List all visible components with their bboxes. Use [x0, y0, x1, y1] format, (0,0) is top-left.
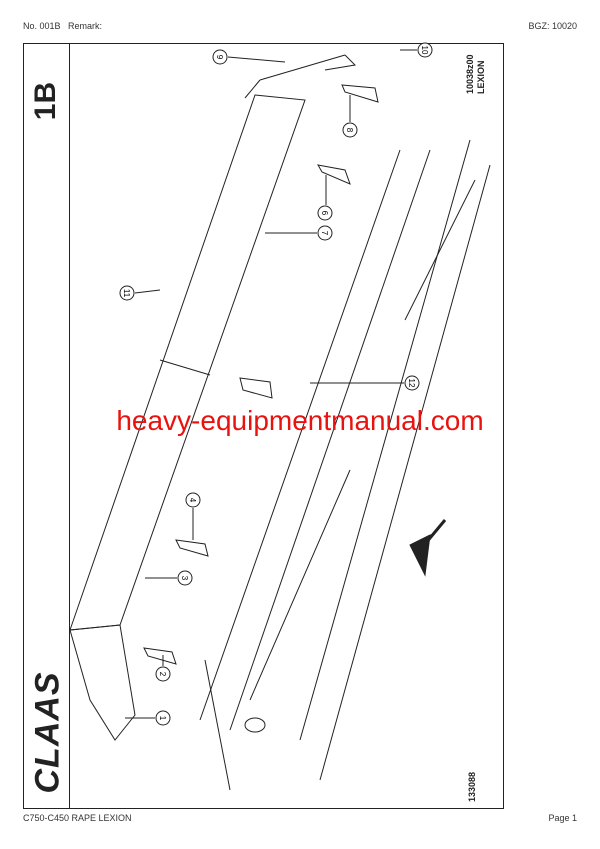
svg-text:10: 10	[420, 46, 429, 55]
callout-6: 6	[317, 205, 333, 221]
footer-title: C750-C450 RAPE LEXION	[23, 813, 132, 823]
left-strip: 1B CLAAS	[24, 44, 70, 808]
callout-2: 2	[155, 666, 171, 682]
callout-7: 7	[317, 225, 333, 241]
callout-4: 4	[185, 492, 201, 508]
svg-text:6: 6	[320, 211, 329, 216]
svg-text:9: 9	[215, 55, 224, 60]
svg-text:12: 12	[407, 379, 416, 388]
callout-1: 1	[155, 710, 171, 726]
watermark: heavy-equipmentmanual.com	[116, 405, 484, 436]
svg-text:11: 11	[122, 289, 131, 298]
drawing-frame: 1B CLAAS 10038z00 LEXION 133088	[23, 43, 504, 809]
main-frame-beam	[199, 139, 491, 791]
svg-text:2: 2	[158, 672, 167, 677]
callout-leaders	[125, 49, 417, 719]
svg-text:3: 3	[180, 576, 189, 581]
remark-label: Remark:	[68, 21, 103, 31]
brackets	[143, 84, 379, 665]
page-number: Page 1	[548, 813, 577, 823]
bgz-code: BGZ: 10020	[528, 21, 577, 31]
svg-text:4: 4	[188, 498, 197, 503]
header-number-remark: No. 001B Remark:	[23, 21, 102, 31]
svg-text:7: 7	[320, 231, 329, 236]
callout-9: 9	[212, 49, 228, 65]
callout-8: 8	[342, 122, 358, 138]
svg-text:1: 1	[158, 716, 167, 721]
callout-11: 11	[119, 285, 135, 301]
callout-10: 10	[417, 42, 433, 58]
svg-text:8: 8	[345, 128, 354, 133]
callout-12: 12	[404, 375, 420, 391]
cover-panel	[69, 54, 357, 741]
direction-arrow	[409, 519, 447, 577]
callout-3: 3	[177, 570, 193, 586]
document-number: No. 001B	[23, 21, 61, 31]
